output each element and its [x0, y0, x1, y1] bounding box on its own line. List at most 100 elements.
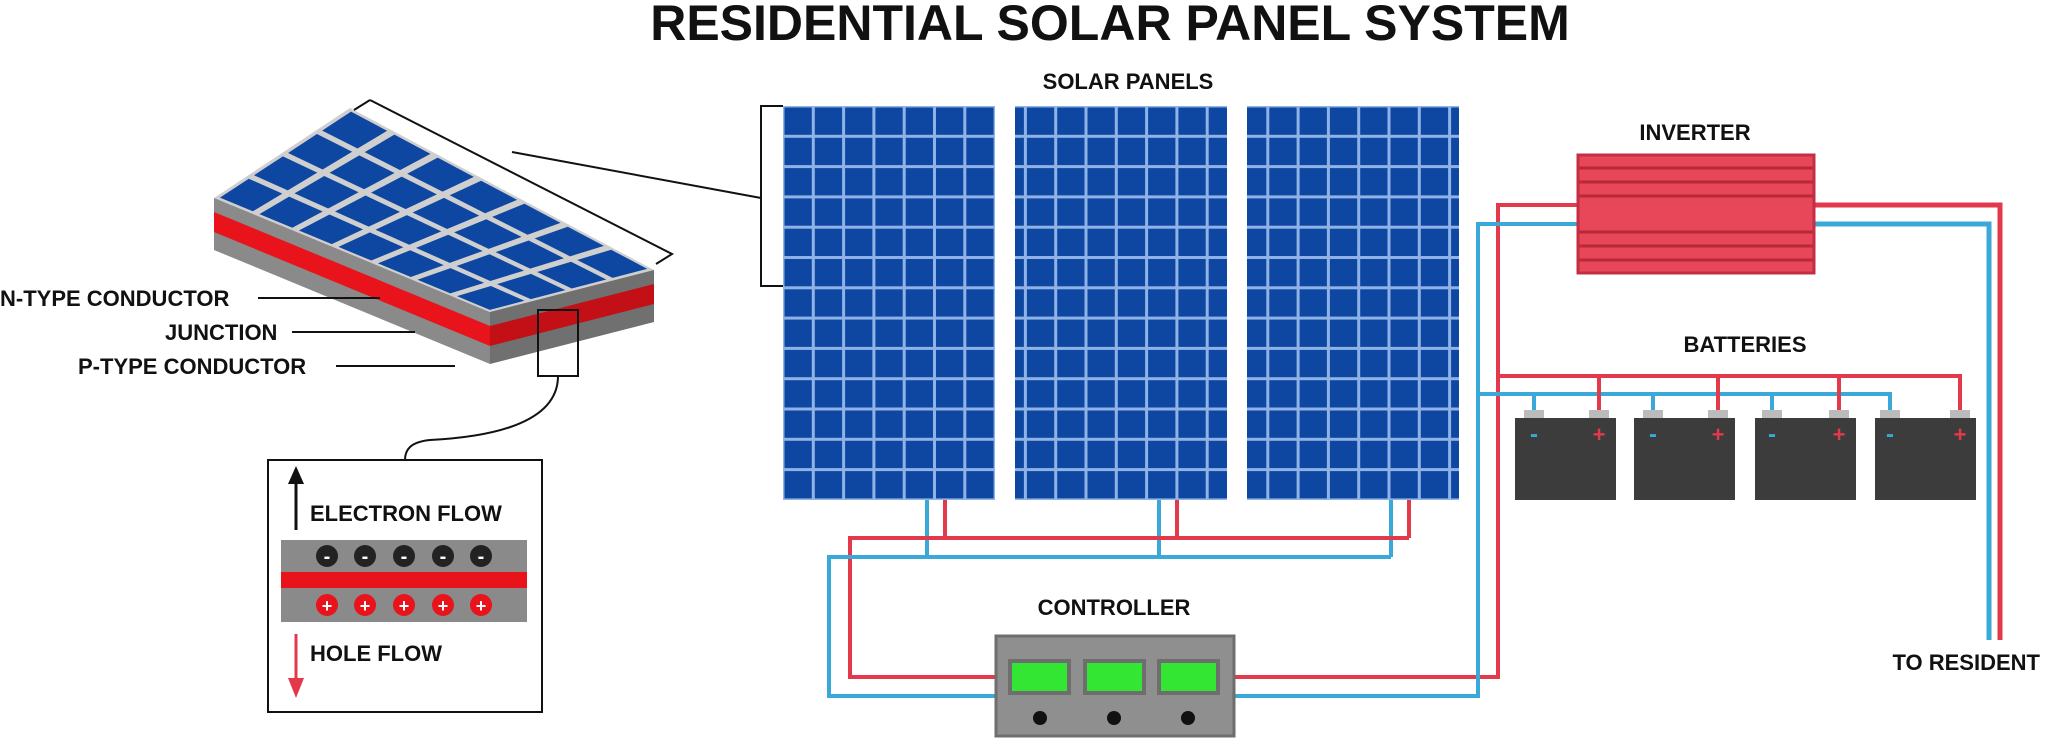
iso-cell [338, 232, 404, 261]
svg-text:-: - [1768, 421, 1776, 448]
svg-text:+: + [476, 596, 487, 616]
controller-display-2 [1083, 659, 1146, 695]
solar-panels-label: SOLAR PANELS [1043, 69, 1214, 94]
iso-cell [298, 214, 364, 245]
resident-blue-wire [1814, 221, 1992, 640]
hole-row: + + + + + [316, 594, 492, 616]
hole-icon: + [393, 594, 415, 616]
iso-cell [416, 234, 483, 263]
electron-icon: - [470, 545, 492, 568]
controller-knob-3 [1181, 711, 1195, 725]
svg-text:-: - [440, 546, 447, 568]
iso-cell [364, 134, 431, 171]
hole-icon: + [432, 594, 454, 616]
svg-text:-: - [324, 546, 331, 568]
iso-cell [577, 249, 648, 278]
solar-panel-2 [1015, 106, 1227, 500]
svg-text:+: + [399, 596, 410, 616]
electron-icon: - [393, 545, 415, 568]
iso-cell [497, 273, 566, 300]
iso-cell [259, 196, 323, 228]
resident-red-wire [1814, 202, 2003, 640]
svg-text:+: + [438, 596, 449, 616]
panel-red-bus [848, 536, 1409, 679]
iso-cell [449, 180, 518, 214]
battery-red-bus [1498, 374, 1962, 410]
cell-width-bracket [369, 99, 675, 265]
charge-controller [994, 634, 1236, 738]
svg-text:+: + [360, 596, 371, 616]
panel-blue-bus [827, 555, 1391, 698]
hole-flow-label: HOLE FLOW [310, 641, 442, 666]
iso-cell [329, 155, 395, 190]
iso-cell [456, 285, 525, 310]
battery-bank: - + - + - + - + [1515, 410, 1976, 500]
battery-4: - + [1875, 410, 1976, 500]
layer-leader-lines [258, 297, 455, 367]
hole-icon: + [316, 594, 338, 616]
svg-text:-: - [1649, 421, 1657, 448]
n-type-conductor-label: N-TYPE CONDUCTOR [0, 286, 229, 311]
svg-text:+: + [1954, 422, 1967, 447]
controller-label: CONTROLLER [1038, 595, 1191, 620]
iso-cell [335, 195, 400, 227]
svg-text:+: + [1712, 422, 1725, 447]
iso-cell [417, 268, 485, 294]
svg-text:-: - [478, 546, 485, 568]
battery-3: - + [1755, 410, 1856, 500]
inset-connector [404, 375, 559, 461]
hole-flow-arrow-icon [288, 634, 304, 698]
diagram-title: RESIDENTIAL SOLAR PANEL SYSTEM [650, 0, 1570, 51]
iso-cell [288, 134, 353, 170]
electron-icon: - [316, 545, 338, 568]
controller-knob-2 [1107, 711, 1121, 725]
controller-blue-out [1234, 222, 1578, 698]
iso-cell [492, 203, 561, 235]
svg-text:+: + [1833, 422, 1846, 447]
isometric-solar-cell [214, 99, 675, 377]
controller-display-1 [1008, 659, 1071, 695]
solar-panel-3 [1247, 106, 1459, 500]
inverter-label: INVERTER [1639, 120, 1750, 145]
iso-cell [495, 240, 564, 269]
iso-cell [371, 176, 437, 210]
iso-cell [537, 261, 607, 289]
batteries-label: BATTERIES [1683, 332, 1806, 357]
battery-2: - + [1634, 410, 1735, 500]
to-resident-label: TO RESIDENT [1892, 650, 2040, 675]
electron-icon: - [354, 545, 376, 568]
electron-row: ----- [316, 545, 492, 568]
battery-terminal-wires [1532, 376, 1841, 410]
solar-panel-1 [783, 106, 995, 500]
iso-cell [294, 175, 359, 209]
controller-knob-1 [1033, 711, 1047, 725]
electron-flow-label: ELECTRON FLOW [310, 501, 502, 526]
p-type-conductor-label: P-TYPE CONDUCTOR [78, 354, 306, 379]
svg-text:-: - [362, 546, 369, 568]
inverter-fins [1578, 166, 1814, 262]
iso-cell [534, 226, 604, 257]
controller-display-3 [1157, 659, 1220, 695]
iso-cell [407, 157, 474, 192]
hole-icon: + [470, 594, 492, 616]
iso-cell [454, 219, 522, 249]
iso-cell [412, 197, 480, 229]
battery-1: - + [1515, 410, 1616, 500]
wiring [827, 202, 2003, 698]
junction-label: JUNCTION [165, 320, 277, 345]
zoom-bracket [511, 105, 783, 287]
iso-cell [377, 250, 444, 277]
svg-text:-: - [401, 546, 408, 568]
svg-text:-: - [1886, 421, 1894, 448]
battery-blue-bus [1478, 392, 1892, 410]
iso-cell [456, 254, 525, 282]
iso-cell [219, 178, 283, 212]
cell-top-grid [219, 111, 648, 310]
hole-icon: + [354, 594, 376, 616]
panel-drop-wires [925, 500, 1411, 557]
charge-flow-inset: ELECTRON FLOW - - - - - + + + + + HOLE FLOW [267, 459, 543, 713]
inverter [1576, 153, 1816, 275]
electron-flow-arrow-icon [288, 466, 304, 530]
svg-text:+: + [322, 596, 333, 616]
